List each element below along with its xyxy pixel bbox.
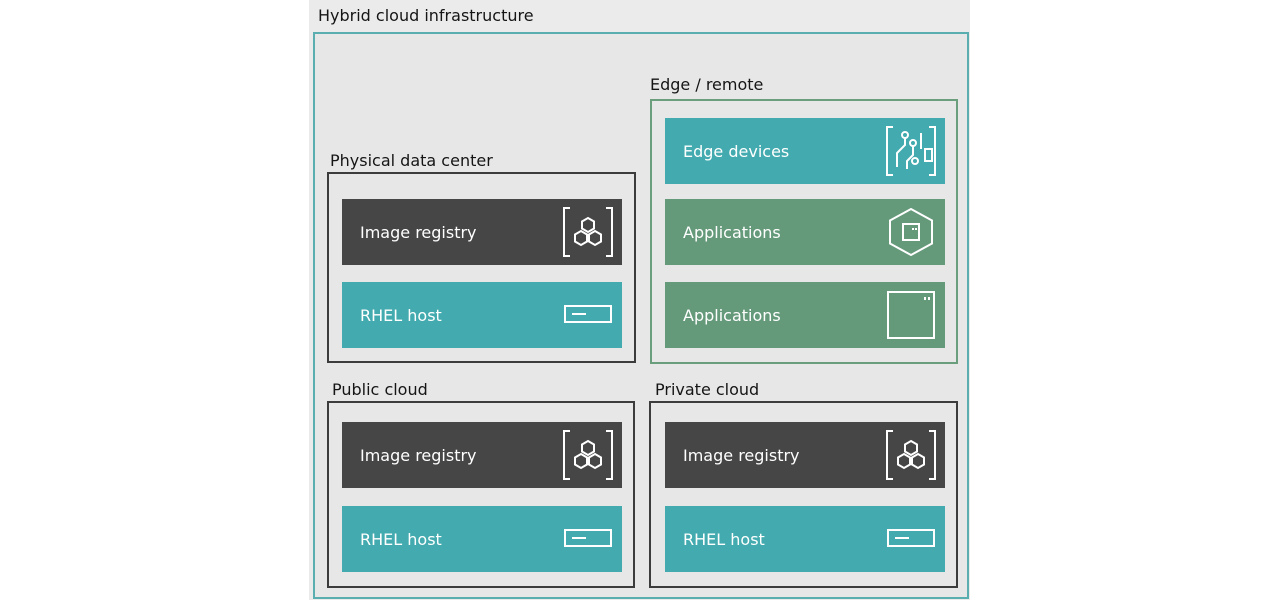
server-icon	[883, 511, 939, 567]
public-cloud-label: Public cloud	[332, 380, 428, 399]
circuit-board-icon	[883, 123, 939, 179]
edge-applications-tile-2: Applications	[665, 282, 945, 348]
image-registry-icon	[560, 204, 616, 260]
private-cloud-label: Private cloud	[655, 380, 760, 399]
tile-label: RHEL host	[683, 529, 765, 549]
server-icon	[560, 287, 616, 343]
tile-label: Image registry	[360, 445, 477, 465]
physical-data-center-group	[327, 172, 636, 363]
edge-devices-tile: Edge devices	[665, 118, 945, 184]
diagram-title: Hybrid cloud infrastructure	[318, 6, 534, 25]
public-image-registry-tile: Image registry	[342, 422, 622, 488]
tile-label: Image registry	[360, 222, 477, 242]
tile-label: RHEL host	[360, 305, 442, 325]
edge-remote-group	[650, 99, 958, 364]
image-registry-icon	[883, 427, 939, 483]
server-icon	[560, 511, 616, 567]
public-rhel-host-tile: RHEL host	[342, 506, 622, 572]
public-cloud-group	[327, 401, 635, 588]
private-image-registry-tile: Image registry	[665, 422, 945, 488]
physical-image-registry-tile: Image registry	[342, 199, 622, 265]
tile-label: Image registry	[683, 445, 800, 465]
physical-data-center-label: Physical data center	[330, 151, 493, 170]
edge-remote-label: Edge / remote	[650, 75, 764, 94]
private-rhel-host-tile: RHEL host	[665, 506, 945, 572]
tile-label: Applications	[683, 305, 781, 325]
private-cloud-group	[649, 401, 958, 588]
tile-label: RHEL host	[360, 529, 442, 549]
tile-label: Edge devices	[683, 141, 790, 161]
physical-rhel-host-tile: RHEL host	[342, 282, 622, 348]
edge-applications-tile-1: Applications	[665, 199, 945, 265]
app-window-icon	[883, 287, 939, 343]
tile-label: Applications	[683, 222, 781, 242]
hexagon-app-icon	[883, 204, 939, 260]
image-registry-icon	[560, 427, 616, 483]
